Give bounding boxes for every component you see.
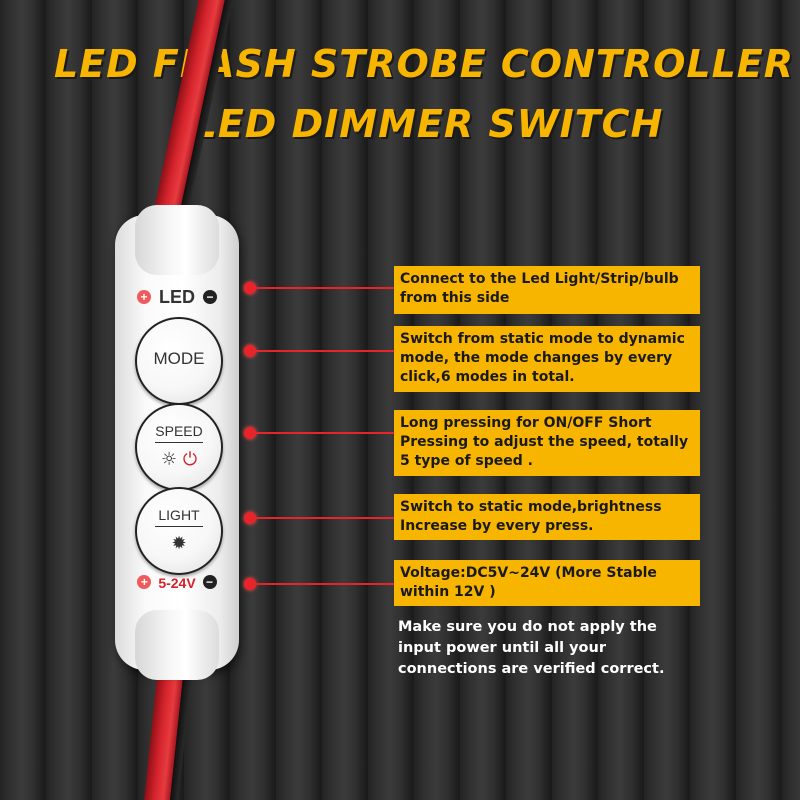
pointer-line-voltage <box>252 583 394 585</box>
pointer-line-light <box>252 517 394 519</box>
speed-button-label: SPEED <box>155 423 203 439</box>
sun-icon: ✹ <box>171 533 187 554</box>
callout-mode: Switch from static mode to dynamic mode,… <box>394 326 700 392</box>
led-label: LED <box>159 287 195 307</box>
minus-icon: − <box>203 290 218 304</box>
plus-icon: + <box>137 575 152 589</box>
controller-top-end <box>135 205 219 275</box>
pointer-line-speed <box>252 432 394 434</box>
pointer-line-mode <box>252 350 394 352</box>
sun-icon: ☼ <box>160 449 178 470</box>
minus-icon: − <box>202 575 217 589</box>
mode-button-label: MODE <box>153 349 205 368</box>
power-icon: ⏻ <box>182 449 198 470</box>
voltage-terminal-label: + 5-24V − <box>115 575 239 591</box>
pointer-dot-light <box>244 512 256 524</box>
pointer-dot-speed <box>244 427 256 439</box>
title-line-1: LED FLASH STROBE CONTROLLER <box>53 42 795 86</box>
callout-led: Connect to the Led Light/Strip/bulb from… <box>394 266 700 314</box>
speed-button[interactable]: SPEED ☼ ⏻ <box>135 403 223 491</box>
pointer-dot-mode <box>244 345 256 357</box>
pointer-dot-led <box>244 282 256 294</box>
callout-light: Switch to static mode,brightness Increas… <box>394 494 700 540</box>
callout-speed: Long pressing for ON/OFF Short Pressing … <box>394 410 700 476</box>
speed-underline <box>155 442 203 443</box>
light-button-label: LIGHT <box>158 507 200 523</box>
light-button[interactable]: LIGHT ✹ <box>135 487 223 575</box>
pointer-dot-voltage <box>244 578 256 590</box>
plus-icon: + <box>136 290 151 304</box>
dimmer-controller: + LED − MODE SPEED ☼ ⏻ LIGHT ✹ + 5-24V − <box>115 205 239 680</box>
pointer-line-led <box>252 287 394 289</box>
controller-bottom-end <box>135 610 219 680</box>
callout-voltage: Voltage:DC5V~24V (More Stable within 12V… <box>394 560 700 606</box>
light-underline <box>155 526 203 527</box>
mode-button[interactable]: MODE <box>135 317 223 405</box>
led-terminal-label: + LED − <box>115 287 239 308</box>
safety-note: Make sure you do not apply the input pow… <box>398 619 665 677</box>
voltage-label: 5-24V <box>158 575 196 591</box>
title-line-2: LED DIMMER SWITCH <box>192 102 664 146</box>
